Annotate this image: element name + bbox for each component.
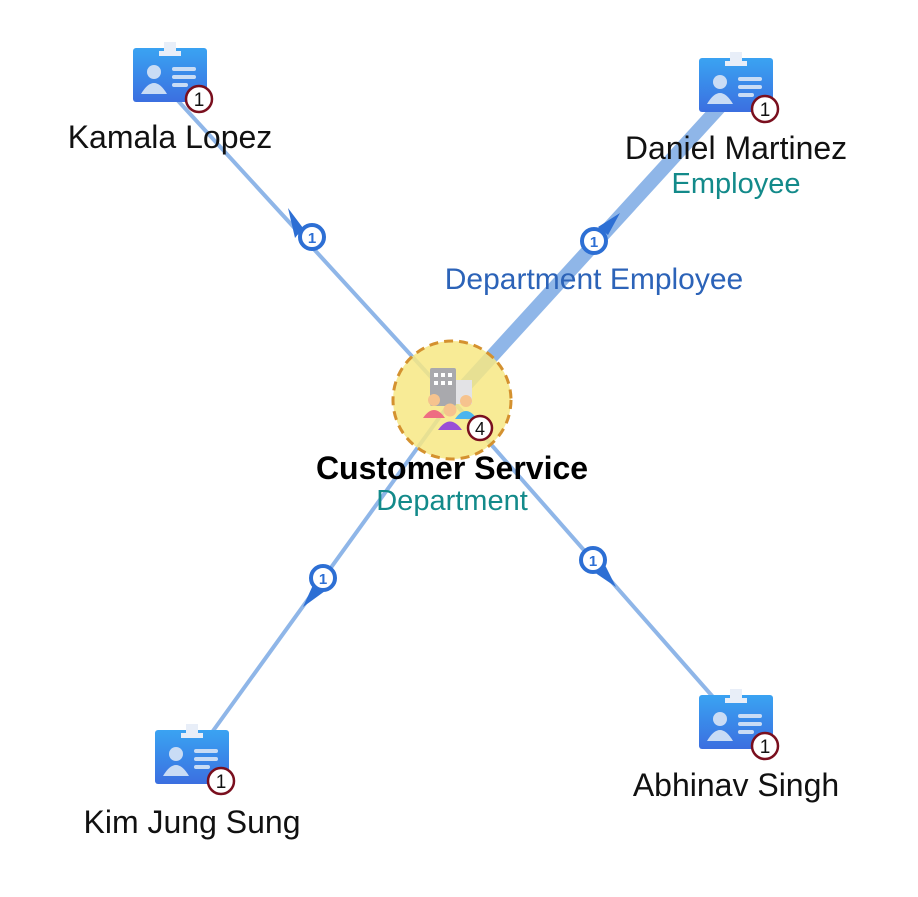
id-card-icon (155, 724, 229, 784)
id-card-icon (699, 52, 773, 112)
center-count-badge: 4 (466, 414, 494, 442)
node-name-kim-jung-sung: Kim Jung Sung (83, 804, 301, 840)
edge-marker-abhinav-singh[interactable]: 1 (579, 546, 616, 587)
node-name-kamala-lopez: Kamala Lopez (67, 119, 273, 155)
center-node-customer-service[interactable]: 4 (391, 339, 513, 461)
node-count-badge: 1 (184, 84, 214, 114)
center-count: 4 (475, 419, 485, 439)
node-name-abhinav-singh: Abhinav Singh (632, 767, 840, 803)
node-type-daniel-martinez: Employee (671, 168, 801, 200)
node-count-badge: 1 (750, 731, 780, 761)
edge-marker-daniel-martinez[interactable]: 1 (580, 213, 620, 255)
node-abhinav-singh[interactable]: 1 (699, 689, 780, 761)
node-count: 1 (194, 90, 205, 111)
edge-count: 1 (319, 571, 327, 588)
edge-count: 1 (589, 553, 597, 570)
department-group-icon (423, 368, 477, 430)
edge-count: 1 (590, 234, 598, 251)
node-daniel-martinez[interactable]: 1 (699, 52, 780, 124)
edge-label-department-employee: Department Employee (444, 263, 744, 296)
id-card-icon (699, 689, 773, 749)
node-count-badge: 1 (206, 766, 236, 796)
node-kamala-lopez[interactable]: 1 (133, 42, 214, 114)
node-count: 1 (216, 772, 227, 793)
edge-marker-kim-jung-sung[interactable]: 1 (303, 564, 337, 607)
id-card-icon (133, 42, 207, 102)
node-count: 1 (760, 737, 771, 758)
node-count-badge: 1 (750, 94, 780, 124)
node-name-daniel-martinez: Daniel Martinez (624, 130, 848, 166)
edge-marker-kamala-lopez[interactable]: 1 (288, 208, 326, 251)
edge-count: 1 (308, 230, 316, 247)
center-node-name: Customer Service (315, 450, 589, 486)
node-count: 1 (760, 100, 771, 121)
node-kim-jung-sung[interactable]: 1 (155, 724, 236, 796)
center-node-type: Department (376, 485, 528, 517)
